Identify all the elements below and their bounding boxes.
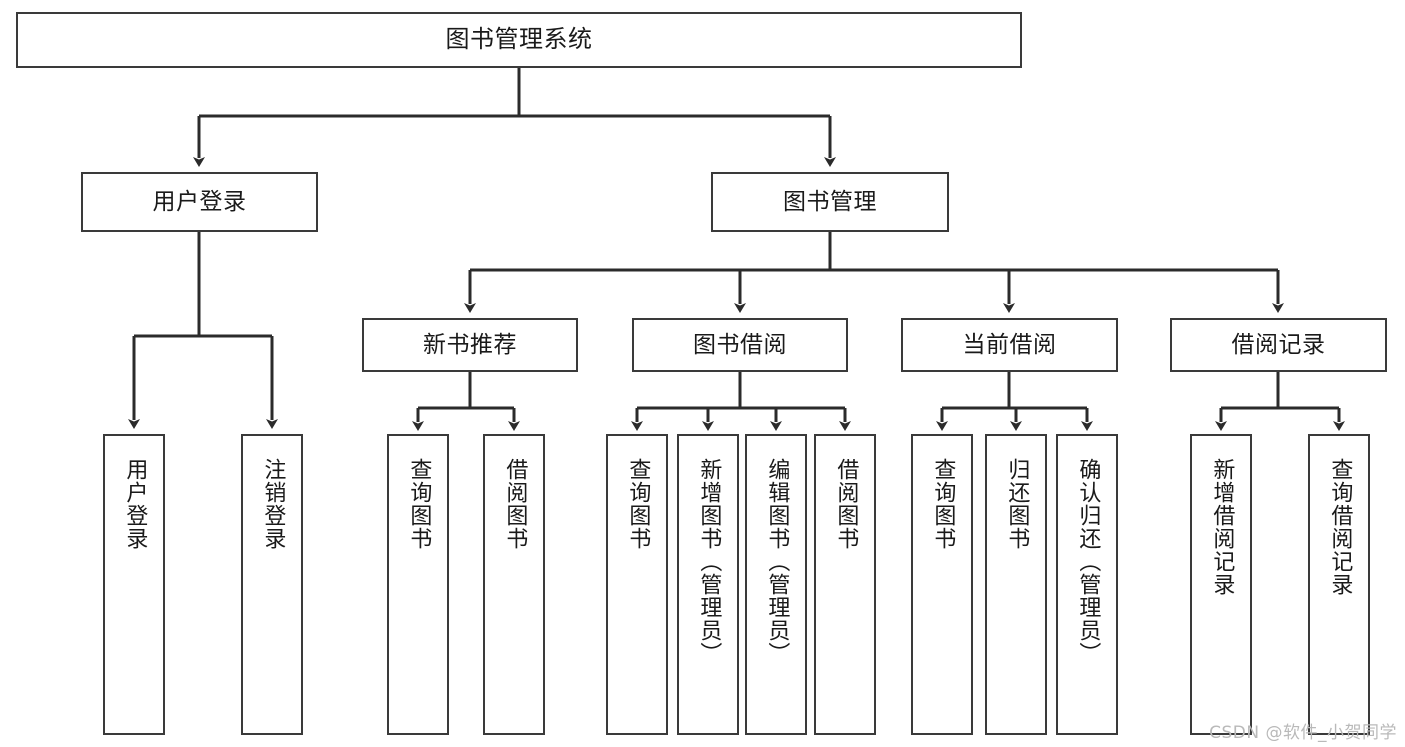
node-leaf-query-record[interactable]: 查询借阅记录 bbox=[1308, 434, 1370, 735]
node-leaf-query-book-1[interactable]: 查询图书 bbox=[387, 434, 449, 735]
node-new-book-rec-label: 新书推荐 bbox=[423, 331, 517, 358]
node-borrow-record-label: 借阅记录 bbox=[1231, 331, 1326, 358]
node-leaf-query-book-3[interactable]: 查询图书 bbox=[911, 434, 973, 735]
node-leaf-user-login[interactable]: 用户登录 bbox=[103, 434, 165, 735]
node-book-borrow[interactable]: 图书借阅 bbox=[632, 318, 848, 372]
node-leaf-user-login-label: 用户登录 bbox=[122, 458, 148, 550]
node-root[interactable]: 图书管理系统 bbox=[16, 12, 1022, 68]
node-leaf-add-book[interactable]: 新增图书（管理员） bbox=[677, 434, 739, 735]
node-user-login-label: 用户登录 bbox=[152, 188, 247, 215]
node-leaf-add-record[interactable]: 新增借阅记录 bbox=[1190, 434, 1252, 735]
node-leaf-logout-label: 注销登录 bbox=[260, 458, 286, 550]
node-leaf-logout[interactable]: 注销登录 bbox=[241, 434, 303, 735]
node-leaf-query-book-2[interactable]: 查询图书 bbox=[606, 434, 668, 735]
node-current-borrow-label: 当前借阅 bbox=[962, 331, 1057, 358]
node-leaf-return-book[interactable]: 归还图书 bbox=[985, 434, 1047, 735]
node-book-manage[interactable]: 图书管理 bbox=[711, 172, 949, 232]
node-leaf-confirm-return[interactable]: 确认归还（管理员） bbox=[1056, 434, 1118, 735]
node-leaf-edit-book-label: 编辑图书（管理员） bbox=[764, 458, 790, 665]
node-book-borrow-label: 图书借阅 bbox=[693, 331, 787, 358]
node-leaf-borrow-book-2-label: 借阅图书 bbox=[833, 458, 859, 550]
node-leaf-query-record-label: 查询借阅记录 bbox=[1327, 458, 1353, 596]
node-leaf-confirm-return-label: 确认归还（管理员） bbox=[1075, 458, 1101, 665]
node-leaf-return-book-label: 归还图书 bbox=[1004, 458, 1030, 550]
node-borrow-record[interactable]: 借阅记录 bbox=[1170, 318, 1387, 372]
node-book-manage-label: 图书管理 bbox=[783, 188, 877, 215]
node-current-borrow[interactable]: 当前借阅 bbox=[901, 318, 1118, 372]
node-leaf-borrow-book-1-label: 借阅图书 bbox=[502, 458, 528, 550]
node-leaf-query-book-1-label: 查询图书 bbox=[406, 458, 432, 550]
node-leaf-borrow-book-2[interactable]: 借阅图书 bbox=[814, 434, 876, 735]
node-leaf-add-record-label: 新增借阅记录 bbox=[1209, 458, 1235, 596]
node-new-book-rec[interactable]: 新书推荐 bbox=[362, 318, 578, 372]
node-leaf-add-book-label: 新增图书（管理员） bbox=[696, 458, 722, 665]
watermark: CSDN @软件_小贺同学 bbox=[1209, 723, 1397, 743]
node-leaf-borrow-book-1[interactable]: 借阅图书 bbox=[483, 434, 545, 735]
node-leaf-edit-book[interactable]: 编辑图书（管理员） bbox=[745, 434, 807, 735]
node-leaf-query-book-2-label: 查询图书 bbox=[625, 458, 651, 550]
node-user-login[interactable]: 用户登录 bbox=[81, 172, 318, 232]
node-leaf-query-book-3-label: 查询图书 bbox=[930, 458, 956, 550]
node-root-label: 图书管理系统 bbox=[445, 25, 593, 54]
